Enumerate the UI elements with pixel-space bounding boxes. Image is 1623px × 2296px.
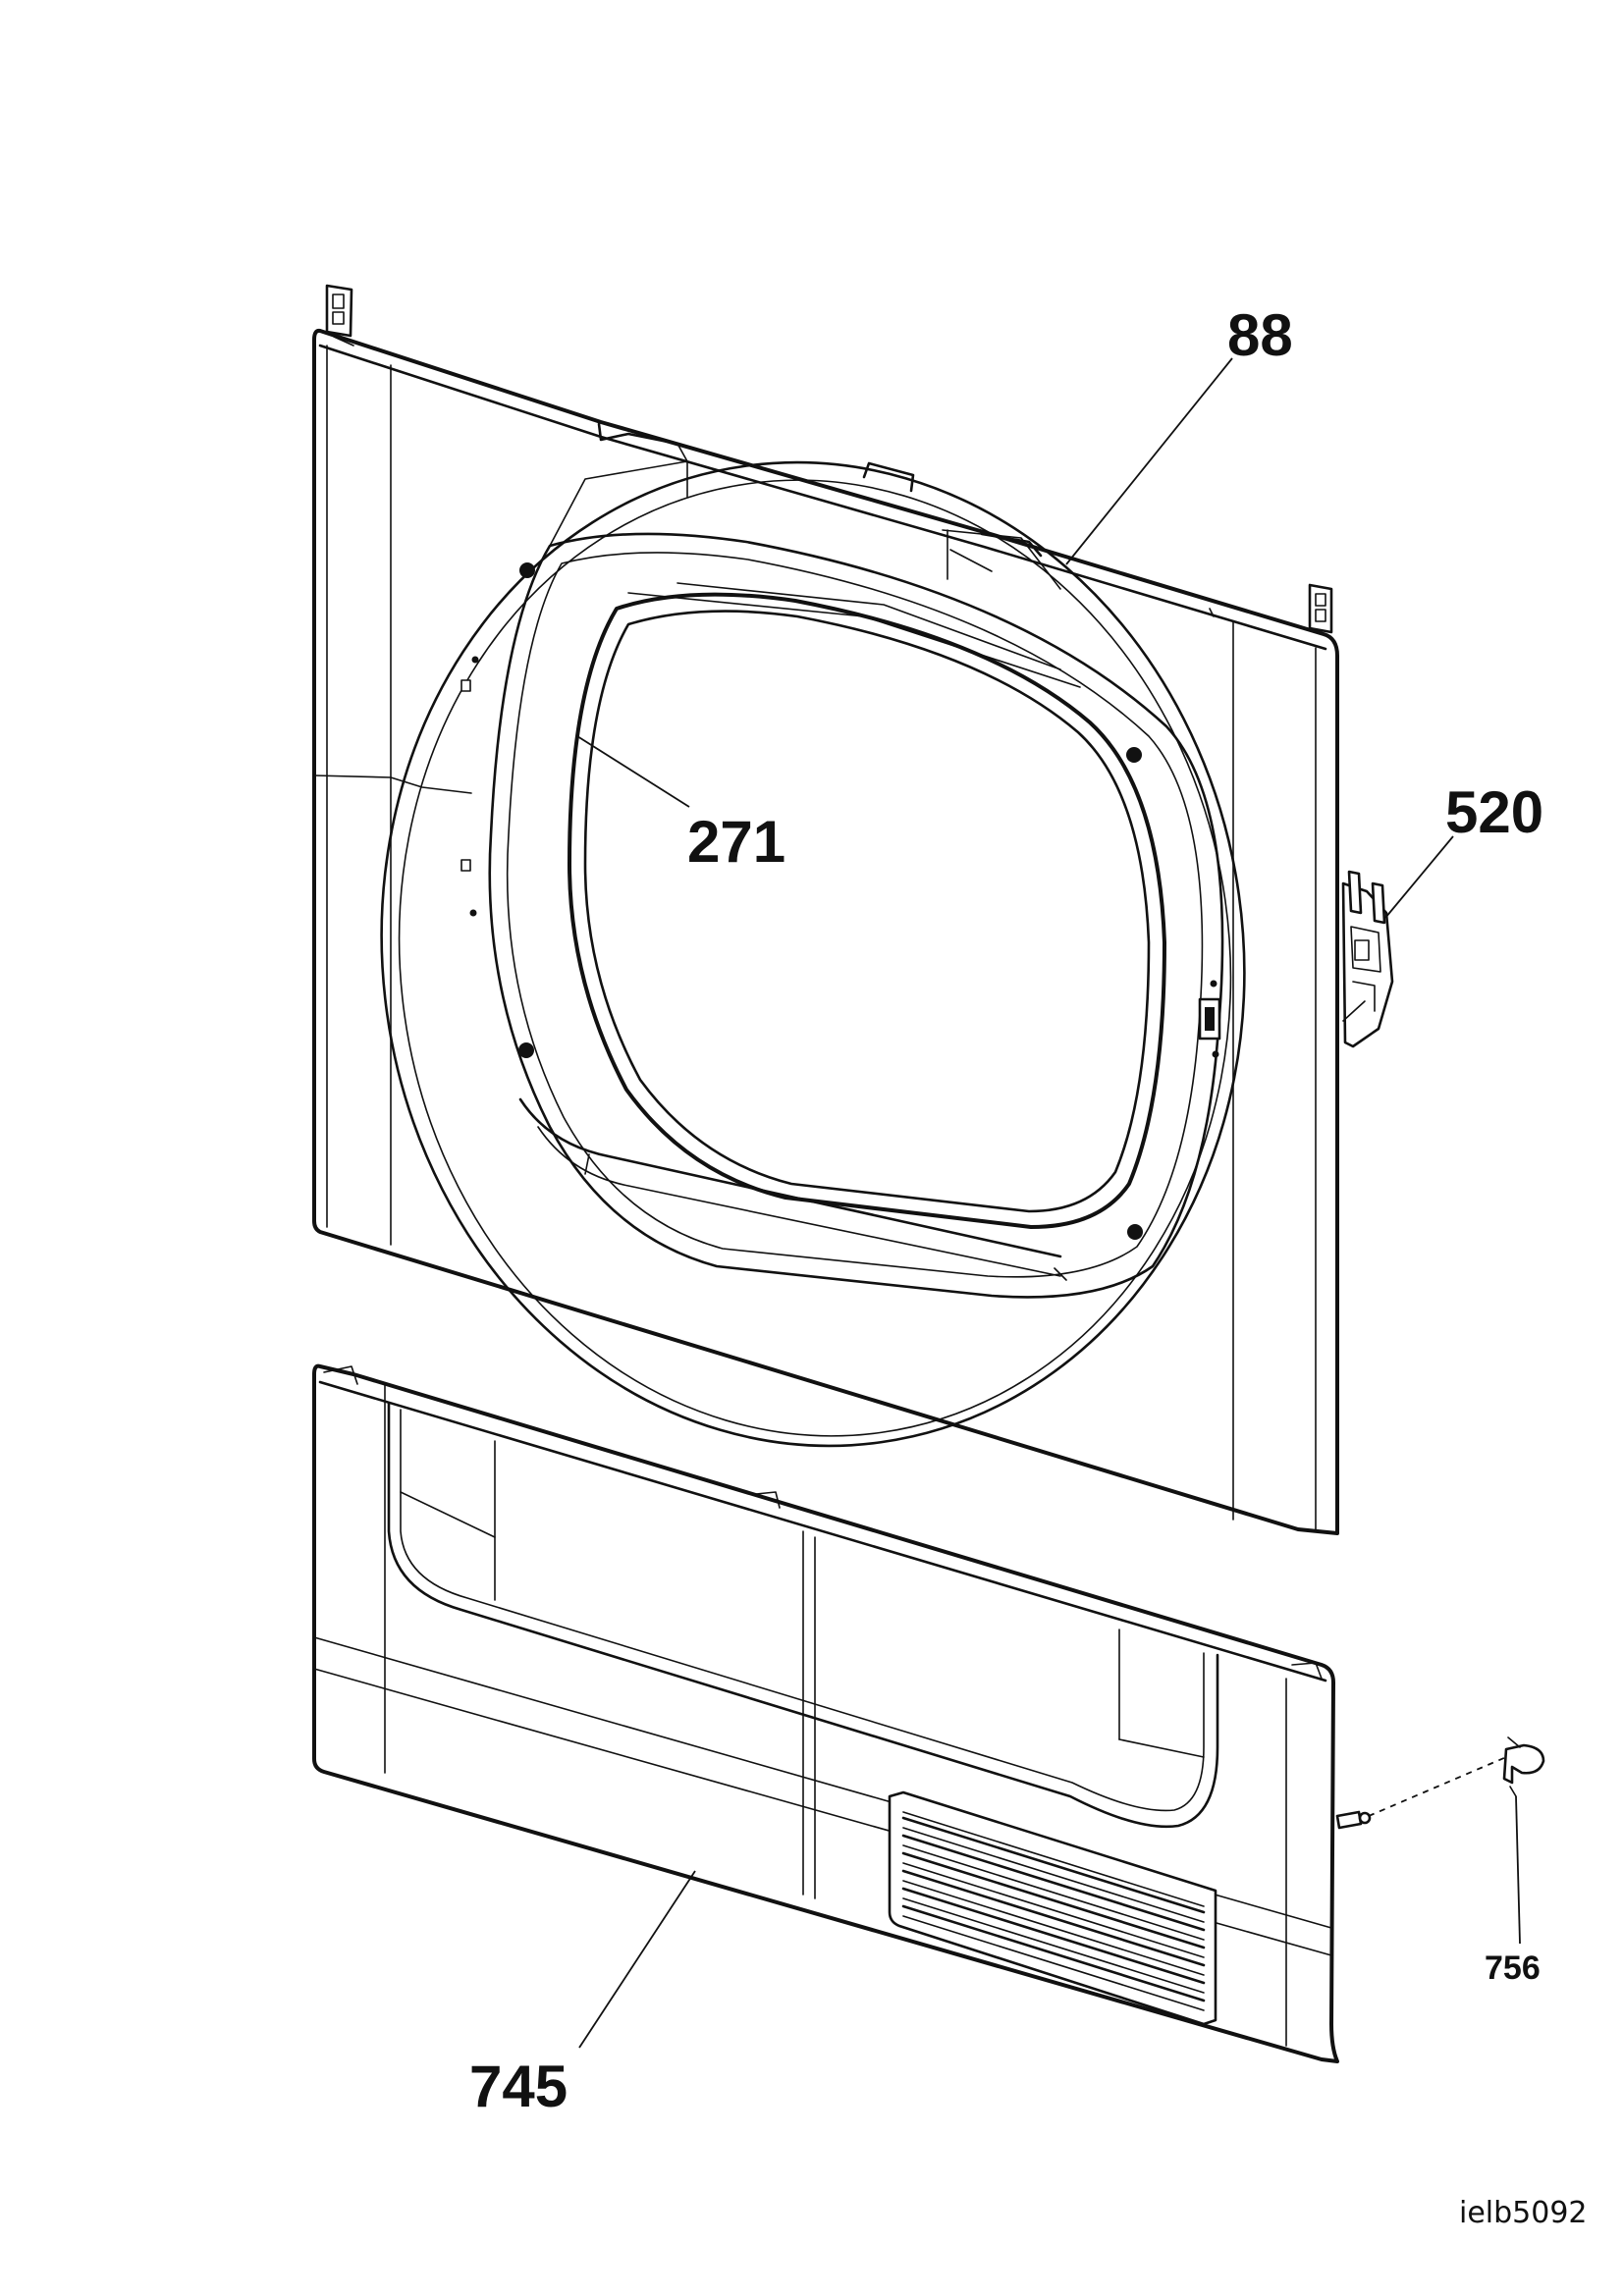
leader-lines [576,357,1521,2049]
clip-part-756[interactable] [1335,1736,1545,1830]
callout-756: 756 [1485,1949,1541,1987]
door-lock-part-520[interactable] [1341,870,1394,1048]
kick-plate-part-745[interactable] [312,1363,1339,2063]
drawing-reference: ielb5092 [1459,2196,1588,2230]
callout-88: 88 [1227,302,1293,368]
callout-271: 271 [687,809,785,875]
callout-520: 520 [1445,779,1543,845]
callout-745: 745 [469,2054,568,2119]
front-panel-part-88[interactable] [312,284,1339,1535]
